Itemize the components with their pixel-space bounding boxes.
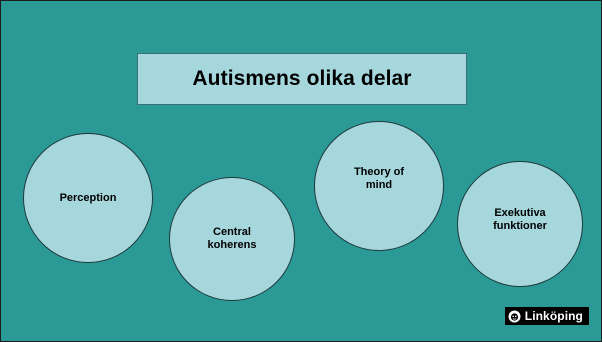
circle-label: Central koherens: [207, 226, 257, 251]
slide-title: Autismens olika delar: [192, 67, 412, 90]
circle-central-koherens: Central koherens: [169, 177, 295, 301]
circle-exekutiva-funktioner: Exekutiva funktioner: [457, 161, 583, 287]
circle-label: Exekutiva funktioner: [493, 207, 547, 232]
linkoping-logo: Linköping: [504, 307, 589, 325]
lion-head-icon: [508, 310, 521, 323]
circle-perception: Perception: [23, 133, 153, 263]
circle-theory-of-mind: Theory of mind: [314, 121, 444, 251]
logo-text: Linköping: [524, 309, 583, 323]
title-box: Autismens olika delar: [137, 53, 467, 105]
circle-label: Perception: [59, 191, 117, 204]
circle-label: Theory of mind: [353, 166, 405, 191]
